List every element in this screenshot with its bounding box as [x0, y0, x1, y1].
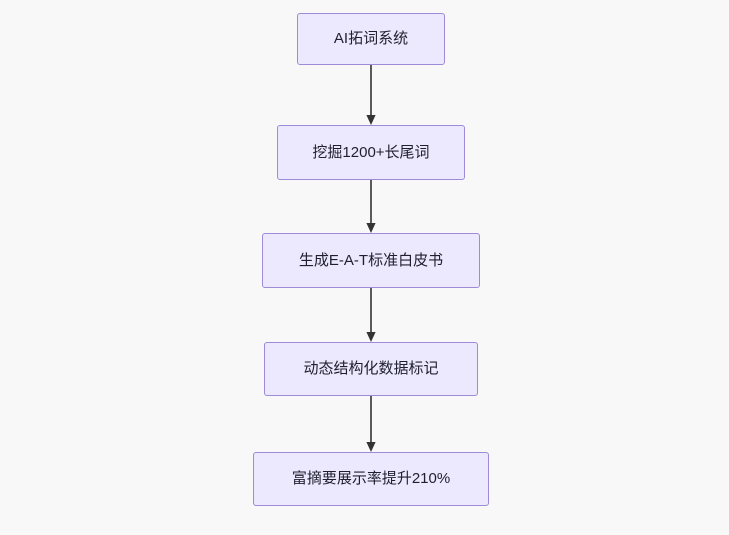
flow-edge-n3-n4 [363, 288, 379, 342]
flow-node-label: AI拓词系统 [333, 30, 409, 47]
flow-edge-n4-n5 [363, 396, 379, 452]
flow-node-label: 富摘要展示率提升210% [291, 470, 451, 487]
flow-edge-n1-n2 [363, 65, 379, 125]
flow-edge-n2-n3 [363, 180, 379, 233]
flow-node-rich-snippet-rate[interactable]: 富摘要展示率提升210% [253, 452, 489, 506]
flow-node-ai-keyword-system[interactable]: AI拓词系统 [297, 13, 445, 65]
flow-node-label: 生成E-A-T标准白皮书 [298, 251, 444, 269]
flow-node-label: 挖掘1200+长尾词 [312, 143, 430, 161]
flow-node-mine-longtail-keywords[interactable]: 挖掘1200+长尾词 [277, 125, 465, 180]
flow-node-dynamic-structured-data[interactable]: 动态结构化数据标记 [264, 342, 478, 396]
flow-node-label: 动态结构化数据标记 [303, 360, 439, 377]
flow-node-generate-eat-whitepaper[interactable]: 生成E-A-T标准白皮书 [262, 233, 480, 288]
